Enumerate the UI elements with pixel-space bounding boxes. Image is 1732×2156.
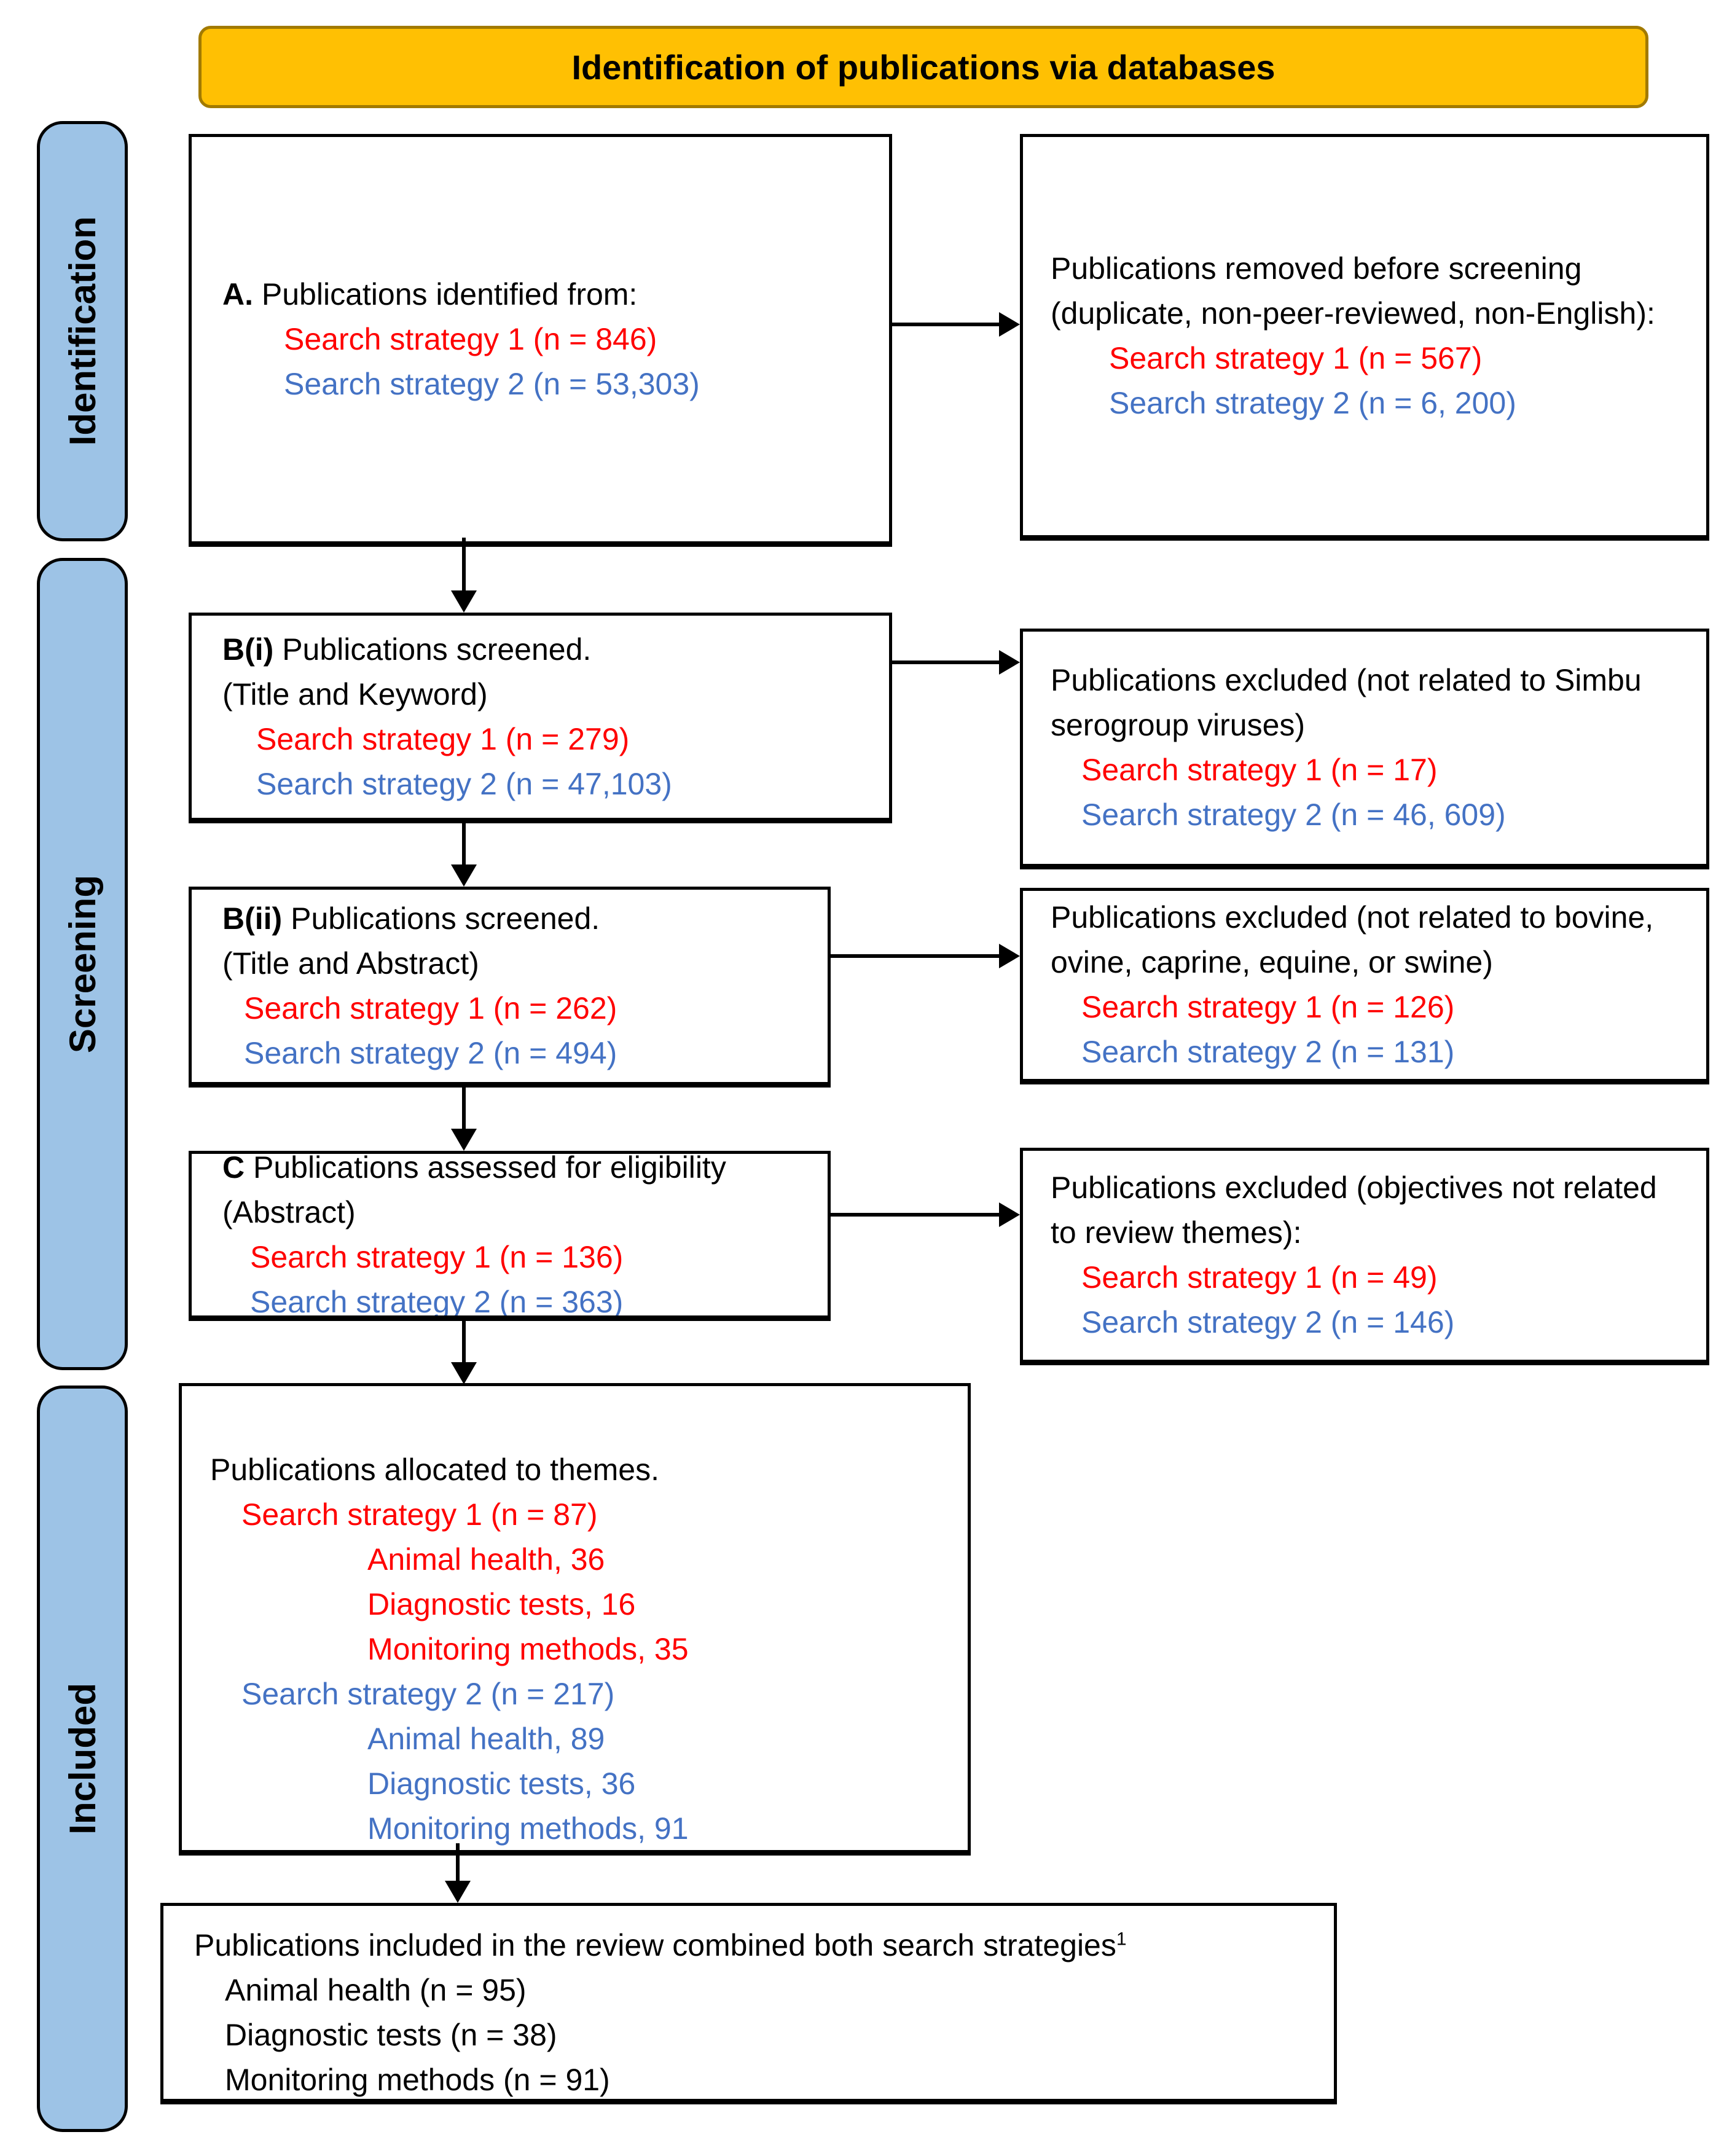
box-themes-title: Publications allocated to themes. (210, 1452, 659, 1487)
arrowhead-down-icon (451, 864, 477, 887)
arrow-identified-to-removed (891, 323, 999, 326)
box-themes: Publications allocated to themes. Search… (179, 1383, 971, 1856)
box-removed-strategy1: Search strategy 1 (n = 567) (1109, 341, 1483, 375)
arrowhead-down-icon (451, 1129, 477, 1151)
box-removed-strategy2: Search strategy 2 (n = 6, 200) (1109, 386, 1516, 420)
arrow-themes-to-included (456, 1843, 460, 1881)
box-excluded-2-title: Publications excluded (not related to bo… (1051, 900, 1654, 979)
arrow-eligibility-to-themes (462, 1318, 466, 1362)
phase-identification: Identification (37, 121, 128, 541)
box-themes-s2-item: Animal health, 89 (367, 1722, 605, 1756)
box-eligibility-title: C Publications assessed for eligibility (222, 1151, 726, 1185)
phase-identification-label: Identification (61, 216, 103, 446)
box-identified-strategy1: Search strategy 1 (n = 846) (284, 321, 657, 356)
box-themes-s1-item: Monitoring methods, 35 (367, 1632, 689, 1666)
arrowhead-right-icon (999, 944, 1020, 968)
box-eligibility-prefix: C (222, 1151, 245, 1185)
box-excluded-1-strategy2: Search strategy 2 (n = 46, 609) (1081, 798, 1506, 832)
box-excluded-1: Publications excluded (not related to Si… (1020, 629, 1709, 869)
box-excluded-2-strategy1: Search strategy 1 (n = 126) (1081, 990, 1455, 1024)
arrow-screened2-to-excluded2 (829, 954, 999, 958)
arrow-screened1-to-excluded1 (891, 661, 999, 664)
box-eligibility-strategy2: Search strategy 2 (n = 363) (250, 1284, 624, 1319)
arrowhead-right-icon (999, 650, 1020, 675)
phase-screening-label: Screening (61, 874, 103, 1054)
arrowhead-down-icon (445, 1881, 471, 1903)
box-included-title: Publications included in the review comb… (194, 1928, 1127, 1962)
box-included-item: Animal health (n = 95) (225, 1973, 527, 2007)
box-themes-strategy2: Search strategy 2 (n = 217) (241, 1677, 615, 1711)
box-identified-title: A. Publications identified from: (222, 276, 638, 312)
box-excluded-3-strategy1: Search strategy 1 (n = 49) (1081, 1260, 1438, 1295)
box-excluded-3-strategy2: Search strategy 2 (n = 146) (1081, 1305, 1455, 1339)
box-screened-2-prefix: B(ii) (222, 901, 283, 936)
page-title: Identification of publications via datab… (571, 47, 1275, 87)
box-eligibility-strategy1: Search strategy 1 (n = 136) (250, 1239, 624, 1274)
box-identified: A. Publications identified from: Search … (189, 134, 892, 547)
box-identified-strategy2: Search strategy 2 (n = 53,303) (284, 366, 700, 401)
arrowhead-right-icon (999, 312, 1020, 337)
box-excluded-2: Publications excluded (not related to bo… (1020, 888, 1709, 1084)
box-excluded-1-title: Publications excluded (not related to Si… (1051, 663, 1642, 742)
arrow-eligibility-to-excluded3 (829, 1213, 999, 1217)
box-screened-2-strategy1: Search strategy 1 (n = 262) (244, 990, 617, 1025)
box-screened-2-strategy2: Search strategy 2 (n = 494) (244, 1035, 617, 1070)
box-themes-strategy1: Search strategy 1 (n = 87) (241, 1497, 598, 1532)
box-screened-1-subtitle: (Title and Keyword) (222, 676, 488, 711)
box-identified-prefix: A. (222, 276, 253, 312)
box-removed: Publications removed before screening (d… (1020, 134, 1709, 541)
footnote-marker: 1 (1116, 1929, 1127, 1950)
arrowhead-right-icon (999, 1202, 1020, 1227)
box-screened-1-strategy1: Search strategy 1 (n = 279) (256, 721, 630, 756)
box-excluded-3: Publications excluded (objectives not re… (1020, 1148, 1709, 1365)
arrow-identified-to-screened1 (462, 538, 466, 593)
phase-screening: Screening (37, 558, 128, 1370)
box-themes-s2-item: Monitoring methods, 91 (367, 1811, 689, 1846)
box-removed-title: Publications removed before screening (d… (1051, 251, 1655, 331)
box-screened-2: B(ii) Publications screened. (Title and … (189, 887, 831, 1088)
phase-included-label: Included (61, 1683, 103, 1835)
arrowhead-down-icon (451, 590, 477, 613)
box-excluded-3-title: Publications excluded (objectives not re… (1051, 1170, 1657, 1250)
box-screened-2-subtitle: (Title and Abstract) (222, 946, 479, 981)
box-included: Publications included in the review comb… (160, 1903, 1337, 2104)
box-themes-s1-item: Animal health, 36 (367, 1542, 605, 1577)
box-themes-s1-item: Diagnostic tests, 16 (367, 1587, 636, 1621)
phase-included: Included (37, 1386, 128, 2132)
box-included-item: Diagnostic tests (n = 38) (225, 2018, 557, 2052)
box-eligibility: C Publications assessed for eligibility … (189, 1151, 831, 1321)
box-screened-1-strategy2: Search strategy 2 (n = 47,103) (256, 766, 672, 801)
box-included-item: Monitoring methods (n = 91) (225, 2063, 610, 2097)
arrow-screened1-to-screened2 (462, 820, 466, 864)
arrow-screened2-to-eligibility (462, 1084, 466, 1129)
box-screened-1-title: B(i) Publications screened. (222, 632, 592, 667)
box-themes-s2-item: Diagnostic tests, 36 (367, 1766, 636, 1801)
box-eligibility-subtitle: (Abstract) (222, 1194, 356, 1229)
box-excluded-2-strategy2: Search strategy 2 (n = 131) (1081, 1035, 1455, 1069)
header-banner: Identification of publications via datab… (198, 26, 1648, 108)
box-screened-2-title: B(ii) Publications screened. (222, 901, 600, 936)
box-excluded-1-strategy1: Search strategy 1 (n = 17) (1081, 753, 1438, 787)
box-screened-1-prefix: B(i) (222, 632, 274, 667)
arrowhead-down-icon (451, 1362, 477, 1384)
box-screened-1: B(i) Publications screened. (Title and K… (189, 613, 892, 823)
